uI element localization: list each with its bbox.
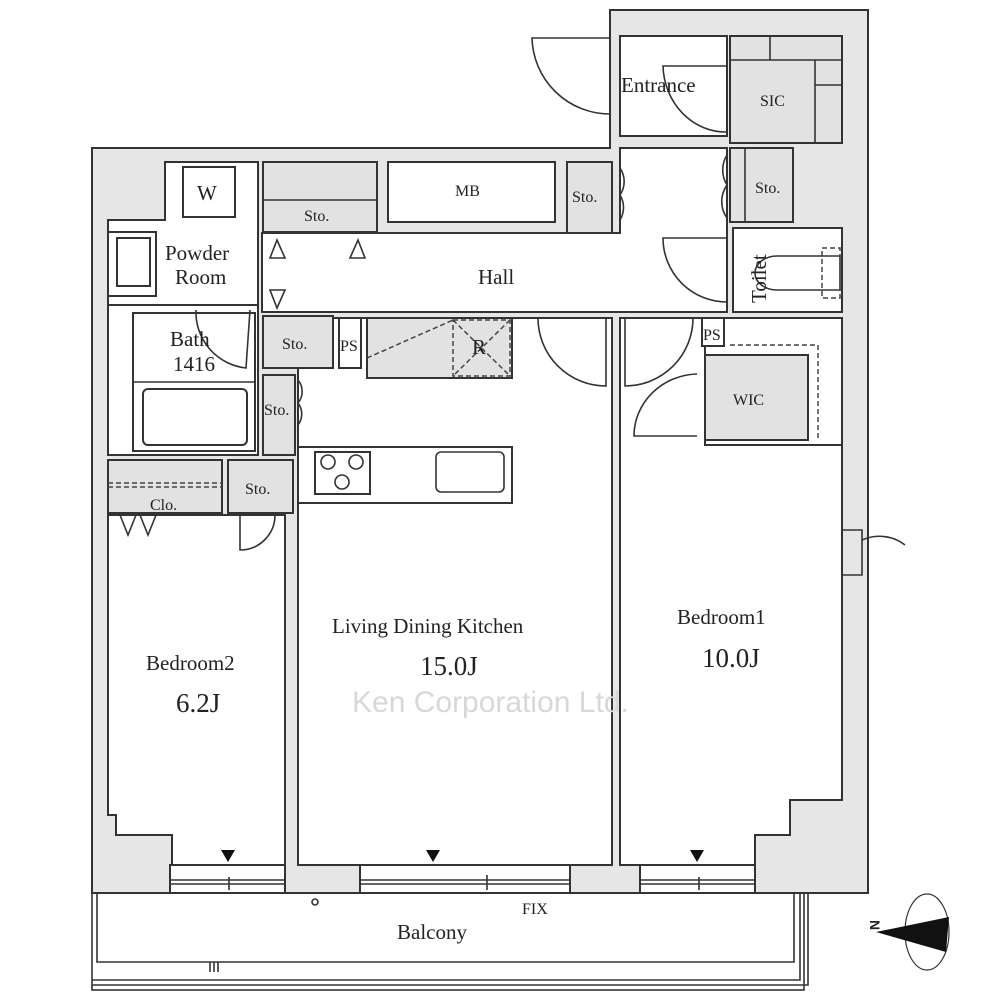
watermark: Ken Corporation Ltd.	[352, 686, 629, 719]
label-powder-room: Powder	[165, 241, 229, 265]
label-mb: MB	[455, 183, 480, 200]
label-storage: Sto.	[755, 180, 780, 197]
label-hall: Hall	[478, 265, 514, 289]
label-bath-size: 1416	[173, 352, 215, 376]
fixtures	[107, 35, 843, 514]
balcony-area	[91, 891, 809, 991]
label-entrance: Entrance	[621, 73, 696, 97]
label-refrigerator: R	[472, 335, 486, 359]
label-fix: FIX	[522, 901, 548, 918]
label-balcony: Balcony	[397, 920, 467, 944]
label-ps: PS	[703, 327, 721, 344]
room-labels: Entrance SIC Sto. Sto. MB Sto. W Powder …	[146, 73, 785, 944]
windows	[169, 850, 756, 894]
label-sic: SIC	[760, 93, 785, 110]
label-bedroom1: Bedroom1	[677, 605, 766, 629]
label-bedroom2: Bedroom2	[146, 651, 235, 675]
compass-north-label: N	[867, 920, 883, 930]
label-ldk-size: 15.0J	[420, 651, 478, 681]
label-storage: Sto.	[282, 336, 307, 353]
label-powder-room-2: Room	[175, 265, 226, 289]
label-storage: Sto.	[572, 189, 597, 206]
label-ldk: Living Dining Kitchen	[332, 614, 524, 638]
doors[interactable]	[119, 37, 906, 576]
label-storage: Sto.	[304, 208, 329, 225]
label-bedroom1-size: 10.0J	[702, 643, 760, 673]
label-storage: Sto.	[264, 402, 289, 419]
label-washer: W	[197, 181, 217, 205]
label-bath: Bath	[170, 327, 210, 351]
label-wic: WIC	[733, 392, 764, 409]
label-closet: Clo.	[150, 497, 177, 514]
label-storage: Sto.	[245, 481, 270, 498]
label-toilet: Toilet	[747, 254, 771, 303]
label-bedroom2-size: 6.2J	[176, 688, 220, 718]
compass-icon: N	[867, 893, 950, 971]
label-ps: PS	[340, 338, 358, 355]
